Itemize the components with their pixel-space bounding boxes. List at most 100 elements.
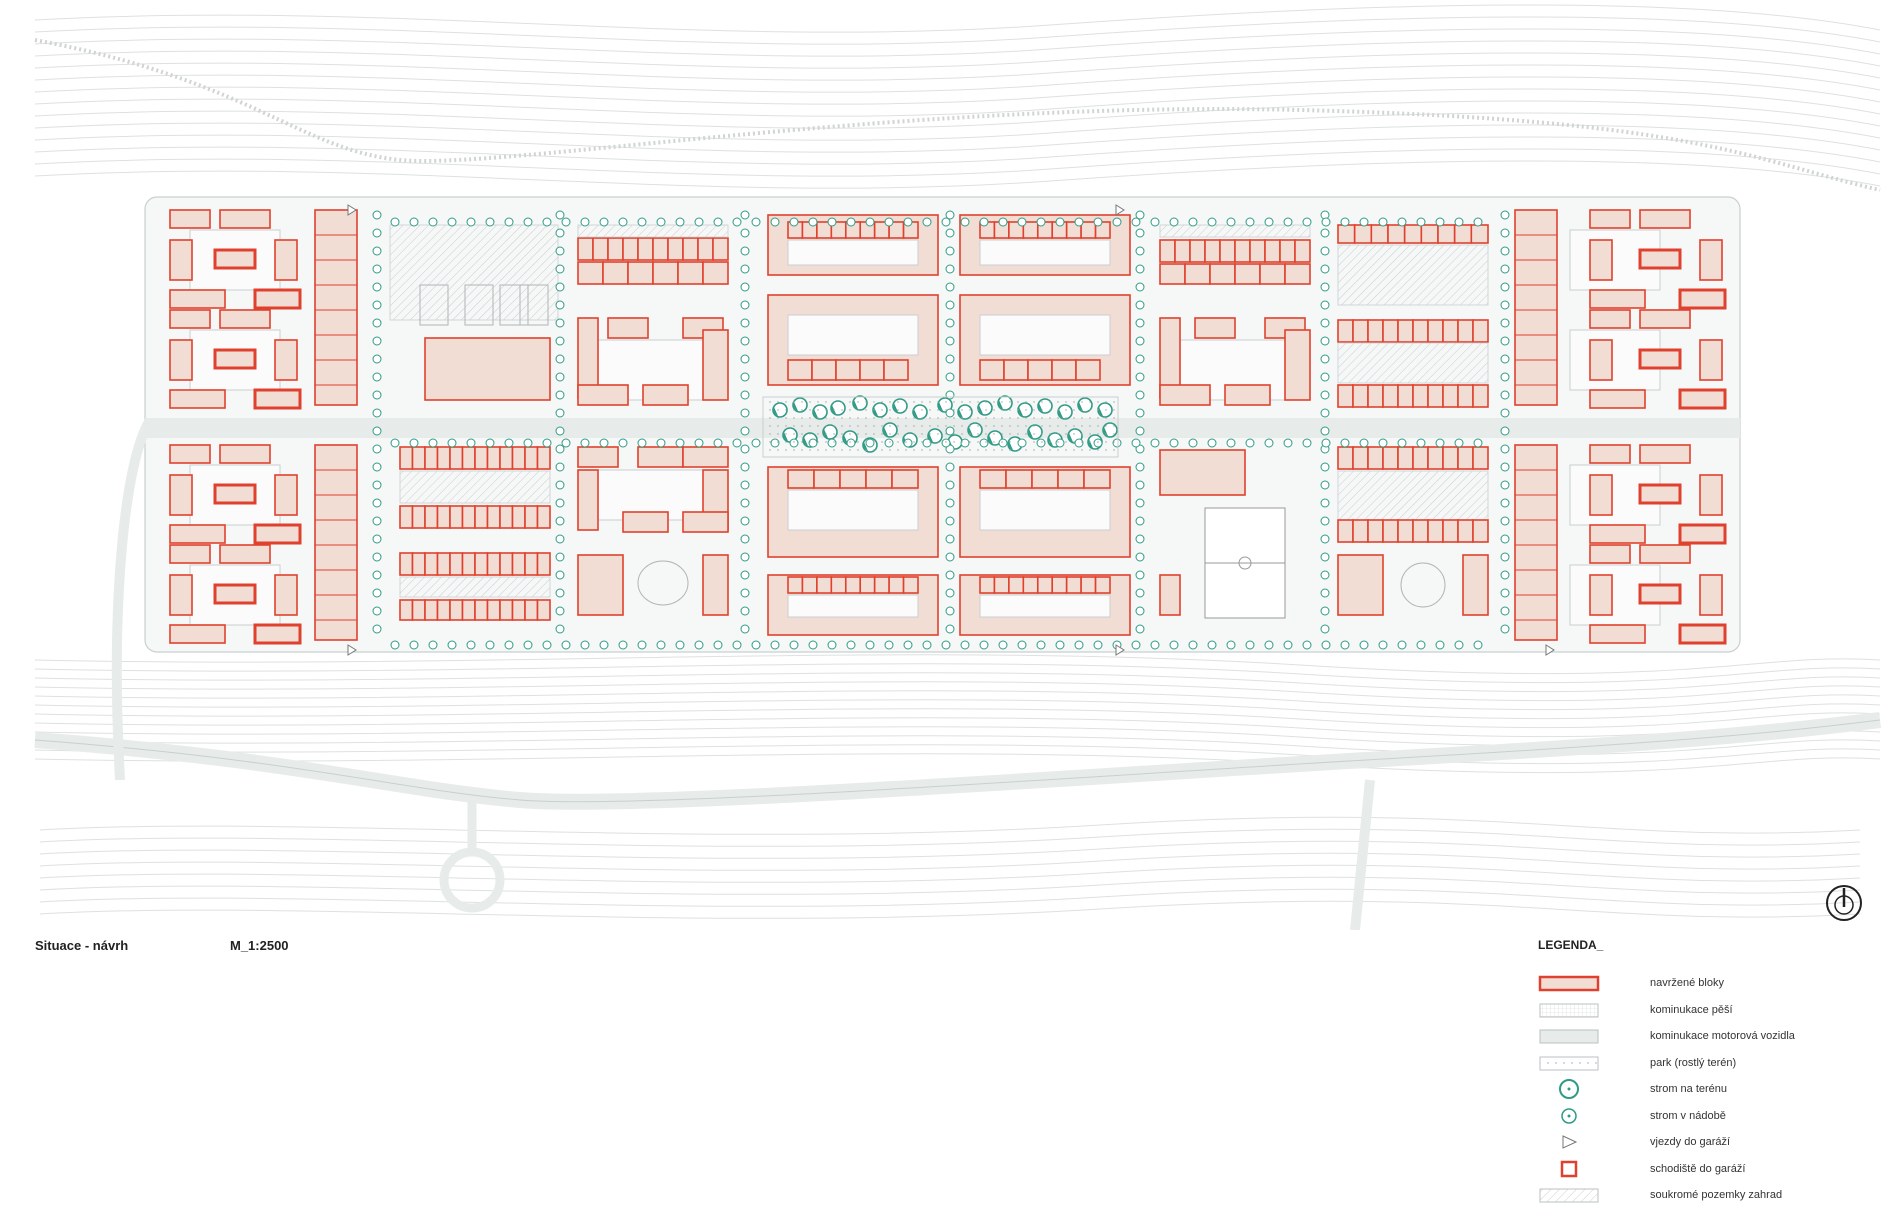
building-block xyxy=(1589,524,1646,544)
building-block xyxy=(1005,469,1033,489)
potted-tree-icon xyxy=(1135,336,1145,346)
potted-tree-icon xyxy=(1135,282,1145,292)
potted-tree-icon xyxy=(372,552,382,562)
building-block xyxy=(652,261,679,285)
potted-tree-icon xyxy=(945,480,955,490)
building-block xyxy=(169,239,193,281)
potted-tree-icon xyxy=(555,480,565,490)
courtyard xyxy=(979,594,1111,618)
building-block xyxy=(844,576,862,594)
building-block xyxy=(499,505,514,529)
building-block xyxy=(1159,263,1186,285)
building-block xyxy=(1234,239,1251,263)
potted-tree-icon xyxy=(1500,534,1510,544)
potted-tree-icon xyxy=(555,498,565,508)
building-block xyxy=(1337,224,1356,244)
building-block xyxy=(1412,319,1429,343)
potted-tree-icon xyxy=(1500,282,1510,292)
potted-tree-icon xyxy=(945,588,955,598)
potted-tree-icon xyxy=(945,498,955,508)
potted-tree-icon xyxy=(372,444,382,454)
potted-tree-icon xyxy=(1500,606,1510,616)
building-block xyxy=(169,209,211,229)
building-block xyxy=(1353,224,1373,244)
garage-entrance-icon xyxy=(1115,204,1125,216)
potted-tree-icon xyxy=(713,217,723,227)
potted-tree-icon xyxy=(1135,426,1145,436)
potted-tree-icon xyxy=(751,640,761,650)
potted-tree-icon xyxy=(1397,640,1407,650)
building-block xyxy=(1699,474,1723,516)
potted-tree-icon xyxy=(740,462,750,472)
potted-tree-icon xyxy=(599,640,609,650)
potted-tree-icon xyxy=(372,570,382,580)
potted-tree-icon xyxy=(561,640,571,650)
contour-line xyxy=(39,876,1861,895)
potted-tree-icon xyxy=(1264,438,1274,448)
potted-tree-icon xyxy=(1340,217,1350,227)
potted-tree-icon xyxy=(1416,438,1426,448)
potted-tree-icon xyxy=(846,640,856,650)
pedestrian-swatch xyxy=(1539,1003,1599,1018)
potted-tree-icon xyxy=(1135,516,1145,526)
building-block xyxy=(1589,209,1631,229)
potted-tree-icon xyxy=(945,246,955,256)
building-block xyxy=(1204,239,1221,263)
potted-tree-icon xyxy=(372,588,382,598)
courtyard xyxy=(787,489,919,531)
potted-tree-icon xyxy=(1397,217,1407,227)
potted-tree-icon xyxy=(740,282,750,292)
contour-line xyxy=(34,112,1881,141)
potted-tree-icon xyxy=(555,354,565,364)
contour-line xyxy=(34,160,1881,189)
potted-tree-icon xyxy=(1435,640,1445,650)
potted-tree-icon xyxy=(555,372,565,382)
building-block xyxy=(169,339,193,381)
potted-tree-icon xyxy=(1500,624,1510,634)
potted-tree-icon xyxy=(555,552,565,562)
building-block xyxy=(1367,519,1384,543)
legend-item-label: navržené bloky xyxy=(1650,977,1724,990)
potted-tree-icon xyxy=(618,438,628,448)
legend: LEGENDA_ navržené bloky kominukace pěší xyxy=(1538,938,1878,1209)
potted-tree-icon xyxy=(555,624,565,634)
potted-tree-icon xyxy=(1454,640,1464,650)
contour-line xyxy=(34,654,1881,675)
building-block xyxy=(436,599,451,621)
contour-line xyxy=(34,88,1881,117)
building-block xyxy=(536,552,551,576)
legend-item-label: strom na terénu xyxy=(1650,1083,1728,1096)
potted-tree-icon xyxy=(1500,228,1510,238)
contour-line xyxy=(34,708,1881,729)
potted-tree-icon xyxy=(941,217,951,227)
potted-tree-icon xyxy=(945,354,955,364)
potted-tree-icon xyxy=(1188,640,1198,650)
building-block xyxy=(449,599,464,621)
potted-tree-icon xyxy=(1093,640,1103,650)
potted-tree-icon xyxy=(1135,534,1145,544)
building-block xyxy=(577,554,624,616)
potted-tree-icon xyxy=(618,217,628,227)
potted-tree-icon xyxy=(740,318,750,328)
building-block xyxy=(1639,444,1691,464)
building-block xyxy=(1367,319,1384,343)
building-block xyxy=(1589,444,1631,464)
building-block xyxy=(1036,576,1054,594)
building-block xyxy=(1457,319,1474,343)
potted-tree-icon xyxy=(1500,246,1510,256)
contour-line xyxy=(34,100,1881,129)
building-block xyxy=(1589,574,1613,616)
potted-tree-icon xyxy=(751,438,761,448)
potted-tree-icon xyxy=(1135,300,1145,310)
potted-tree-icon xyxy=(372,516,382,526)
potted-tree-icon xyxy=(1283,438,1293,448)
potted-tree-icon xyxy=(945,228,955,238)
potted-tree-icon xyxy=(555,282,565,292)
building-block xyxy=(461,505,476,529)
building-block xyxy=(1678,623,1727,645)
potted-tree-icon xyxy=(945,534,955,544)
building-block xyxy=(461,446,476,470)
potted-tree-icon xyxy=(1302,640,1312,650)
potted-tree-icon xyxy=(1321,217,1331,227)
potted-tree-icon xyxy=(555,588,565,598)
